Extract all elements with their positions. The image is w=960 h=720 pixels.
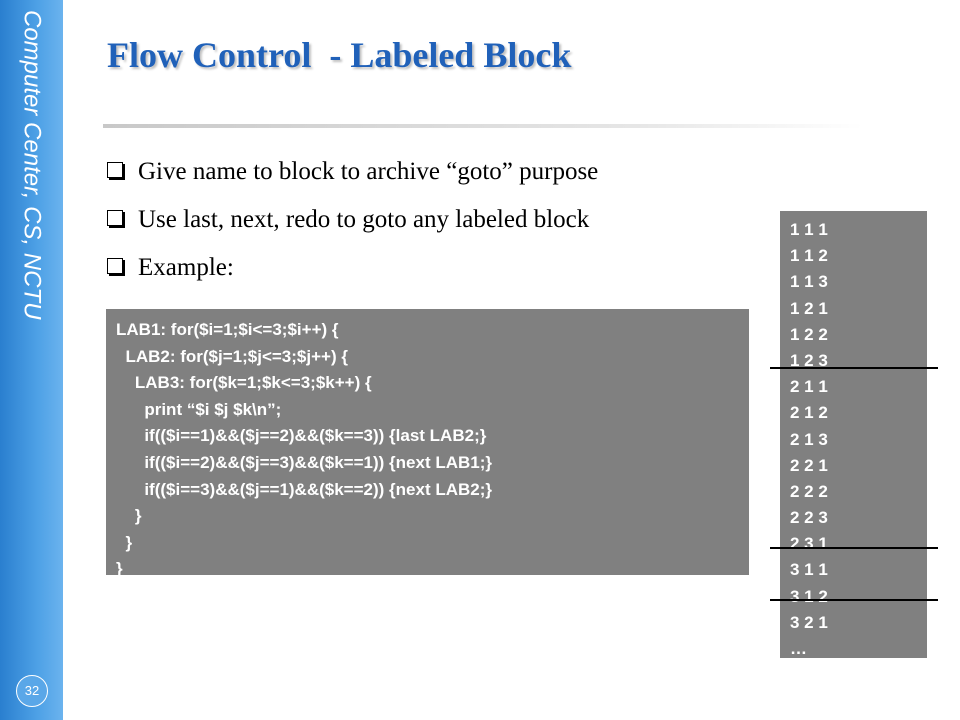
bullet-item: Use last, next, redo to goto any labeled…	[107, 204, 598, 252]
checkbox-bullet-icon	[107, 258, 123, 274]
code-line: }	[116, 559, 123, 579]
output-line: 1 1 2	[790, 246, 828, 266]
output-group-divider	[770, 367, 938, 369]
page-number-badge: 32	[16, 675, 48, 707]
title-divider	[103, 124, 863, 128]
output-line: 3 1 1	[790, 560, 828, 580]
output-line: 3 1 2	[790, 586, 828, 606]
output-line: 2 1 3	[790, 429, 828, 449]
output-line: …	[790, 639, 807, 658]
output-line: 2 2 3	[790, 508, 828, 528]
bullet-text: Give name to block to archive “goto” pur…	[138, 158, 599, 185]
checkbox-bullet-icon	[107, 162, 123, 178]
code-line: LAB1: for($i=1;$i<=3;$i++) {	[116, 320, 339, 339]
output-group-divider	[770, 547, 938, 549]
output-line: 3 2 1	[790, 612, 828, 632]
code-line: LAB2: for($j=1;$j<=3;$j++) {	[116, 346, 348, 366]
code-line: if(($i==1)&&($j==2)&&($k==3)) {last LAB2…	[116, 426, 487, 446]
output-line: 2 3 1	[790, 534, 828, 554]
code-line: if(($i==3)&&($j==1)&&($k==2)) {next LAB2…	[116, 479, 493, 499]
code-line: print “$i $j $k\n”;	[116, 399, 282, 419]
bullet-list: Give name to block to archive “goto” pur…	[107, 156, 598, 300]
slide-title: Flow Control - Labeled Block	[107, 35, 572, 75]
bullet-text: Example:	[138, 254, 234, 281]
output-line: 2 2 1	[790, 455, 828, 475]
output-line: 1 2 2	[790, 324, 828, 344]
output-line: 2 1 2	[790, 403, 828, 423]
bullet-item: Example:	[107, 252, 598, 300]
code-example-panel: LAB1: for($i=1;$i<=3;$i++) { LAB2: for($…	[106, 309, 749, 578]
sidebar-title: Computer Center, CS, NCTU	[18, 10, 46, 320]
output-line: 1 2 3	[790, 350, 828, 370]
output-line: 1 1 3	[790, 272, 828, 292]
bullet-item: Give name to block to archive “goto” pur…	[107, 156, 598, 204]
bullet-text: Use last, next, redo to goto any labeled…	[138, 206, 590, 233]
code-line: }	[116, 532, 133, 552]
output-line: 1 2 1	[790, 298, 828, 318]
code-line: LAB3: for($k=1;$k<=3;$k++) {	[116, 373, 372, 393]
output-line: 2 1 1	[790, 377, 828, 397]
checkbox-bullet-icon	[107, 210, 123, 226]
output-line: 1 1 1	[790, 220, 828, 239]
code-line: if(($i==2)&&($j==3)&&($k==1)) {next LAB1…	[116, 452, 493, 472]
sidebar: Computer Center, CS, NCTU 32	[0, 0, 63, 720]
code-line: }	[116, 506, 142, 526]
output-panel: 1 1 1 1 1 2 1 1 3 1 2 1 1 2 2 1 2 3 2 1 …	[780, 211, 927, 658]
output-line: 2 2 2	[790, 481, 828, 501]
output-group-divider	[770, 599, 938, 601]
